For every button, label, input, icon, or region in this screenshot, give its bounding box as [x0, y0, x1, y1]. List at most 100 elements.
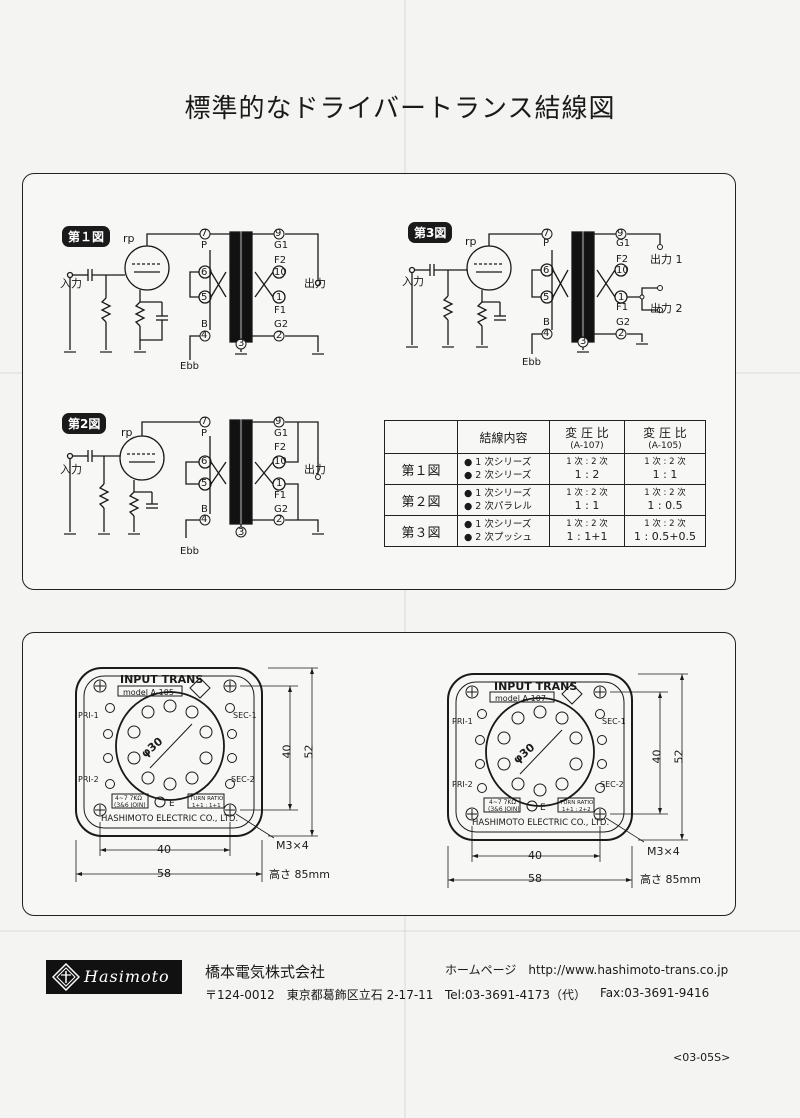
input-label: 入力	[60, 463, 82, 476]
pin-name: G2	[616, 317, 631, 328]
pin-name: G1	[274, 240, 289, 251]
header-a107: 変 圧 比 (A-107)	[549, 420, 625, 454]
turn-ratio-value: 1+1 : 2+2	[562, 807, 591, 813]
pin-number: 10	[274, 267, 287, 278]
screw-label: M3×4	[647, 845, 680, 858]
pin-number: 2	[276, 330, 283, 341]
pin-number: 7	[201, 228, 208, 239]
dim-width-inner: 40	[528, 849, 542, 862]
height-label: 高さ 85mm	[640, 873, 701, 886]
telephone: Tel:03-3691-4173（代）	[445, 988, 587, 1002]
pin-number: 10	[616, 265, 629, 276]
pin-name: F2	[616, 254, 629, 265]
dimension-drawing	[447, 673, 688, 888]
sec-2-label: SEC-2	[231, 775, 255, 784]
impedance-label: 4~7 7KΩ	[489, 799, 516, 806]
earth-label: E	[169, 799, 175, 809]
homepage-link[interactable]: ホームページ http://www.hashimoto-trans.co.jp	[445, 963, 729, 977]
pin-number: 9	[275, 228, 282, 239]
row-content: ● 1 次シリーズ● 2 次シリーズ	[457, 453, 550, 485]
circuit-diagram	[64, 416, 324, 538]
dimension-drawing	[75, 667, 318, 882]
pin-name: G2	[274, 504, 289, 515]
dim-height-outer: 52	[672, 749, 686, 764]
dim-height-inner: 40	[280, 744, 294, 759]
ebb-label: Ebb	[180, 546, 200, 557]
sec-1-label: SEC-1	[602, 717, 626, 726]
fax: Fax:03-3691-9416	[600, 986, 710, 1000]
pin-number: 1	[618, 292, 625, 303]
figure-badge: 第１図	[62, 226, 111, 247]
output-1-label: 出力 1	[650, 253, 683, 266]
pin-number: 9	[275, 416, 282, 427]
ebb-label: Ebb	[522, 357, 542, 368]
maker-label: HASHIMOTO ELECTRIC CO., LTD.	[101, 814, 239, 824]
output-label: 出力	[304, 463, 326, 476]
document-code: <03-05S>	[673, 1051, 731, 1064]
maker-label: HASHIMOTO ELECTRIC CO., LTD.	[472, 818, 610, 828]
plate-resistance-label: rp	[121, 426, 133, 439]
page-title: 標準的なドライバートランス結線図	[184, 94, 616, 124]
table-corner	[384, 420, 458, 454]
row-label: 第２図	[384, 484, 458, 516]
table-header-row: 結線内容 変 圧 比 (A-107) 変 圧 比 (A-105)	[384, 420, 706, 454]
pin-number: 3	[238, 338, 245, 349]
dim-width-inner: 40	[157, 843, 171, 856]
pin-name: F2	[274, 442, 287, 453]
circuit-diagram	[406, 228, 663, 354]
pin-name: B	[201, 319, 208, 330]
pri-1-label: PRI-1	[452, 717, 473, 726]
pin-name: P	[201, 240, 208, 251]
header-wiring: 結線内容	[457, 420, 550, 454]
pin-number: 6	[201, 267, 208, 278]
pin-name: F1	[274, 490, 287, 501]
unit-header: INPUT TRANS	[494, 680, 578, 693]
logo-mark-icon	[52, 963, 80, 991]
output-2-label: 出力 2	[650, 302, 683, 315]
pin-number: 1	[276, 478, 283, 489]
pin-name: G1	[274, 428, 289, 439]
pin-name: F2	[274, 255, 287, 266]
pin-name: P	[201, 428, 208, 439]
screw-label: M3×4	[276, 839, 309, 852]
plate-resistance-label: rp	[123, 232, 135, 245]
dim-width-outer: 58	[157, 867, 171, 880]
impedance-note: (3&6 JOIN)	[114, 802, 146, 809]
pin-number: 4	[543, 328, 550, 339]
pin-number: 9	[617, 228, 624, 239]
input-label: 入力	[60, 277, 82, 290]
turn-ratio-label: TURN RATIO	[560, 800, 594, 806]
pri-1-label: PRI-1	[78, 711, 99, 720]
output-label: 出力	[304, 277, 326, 290]
pin-name: F1	[616, 302, 629, 313]
pin-number: 6	[201, 456, 208, 467]
logo-text: Hasimoto	[84, 967, 170, 986]
row-label: 第３図	[384, 515, 458, 547]
company-logo: Hasimoto	[46, 960, 182, 994]
impedance-note: (3&6 JOIN)	[488, 806, 520, 813]
pin-name: G2	[274, 319, 289, 330]
unit-model: model A-105	[123, 688, 174, 697]
pin-number: 4	[201, 330, 208, 341]
pin-number: 3	[238, 527, 245, 538]
sec-2-label: SEC-2	[600, 780, 624, 789]
dim-width-outer: 58	[528, 872, 542, 885]
ebb-label: Ebb	[180, 361, 200, 372]
sec-1-label: SEC-1	[233, 711, 257, 720]
company-name: 橋本電気株式会社	[205, 963, 326, 981]
circuit-diagram	[64, 228, 324, 360]
pin-number: 6	[543, 265, 550, 276]
row-content: ● 1 次シリーズ● 2 次パラレル	[457, 484, 550, 516]
pin-number: 1	[276, 292, 283, 303]
pri-2-label: PRI-2	[78, 775, 99, 784]
pin-number: 10	[274, 456, 287, 467]
pin-number: 5	[543, 292, 550, 303]
